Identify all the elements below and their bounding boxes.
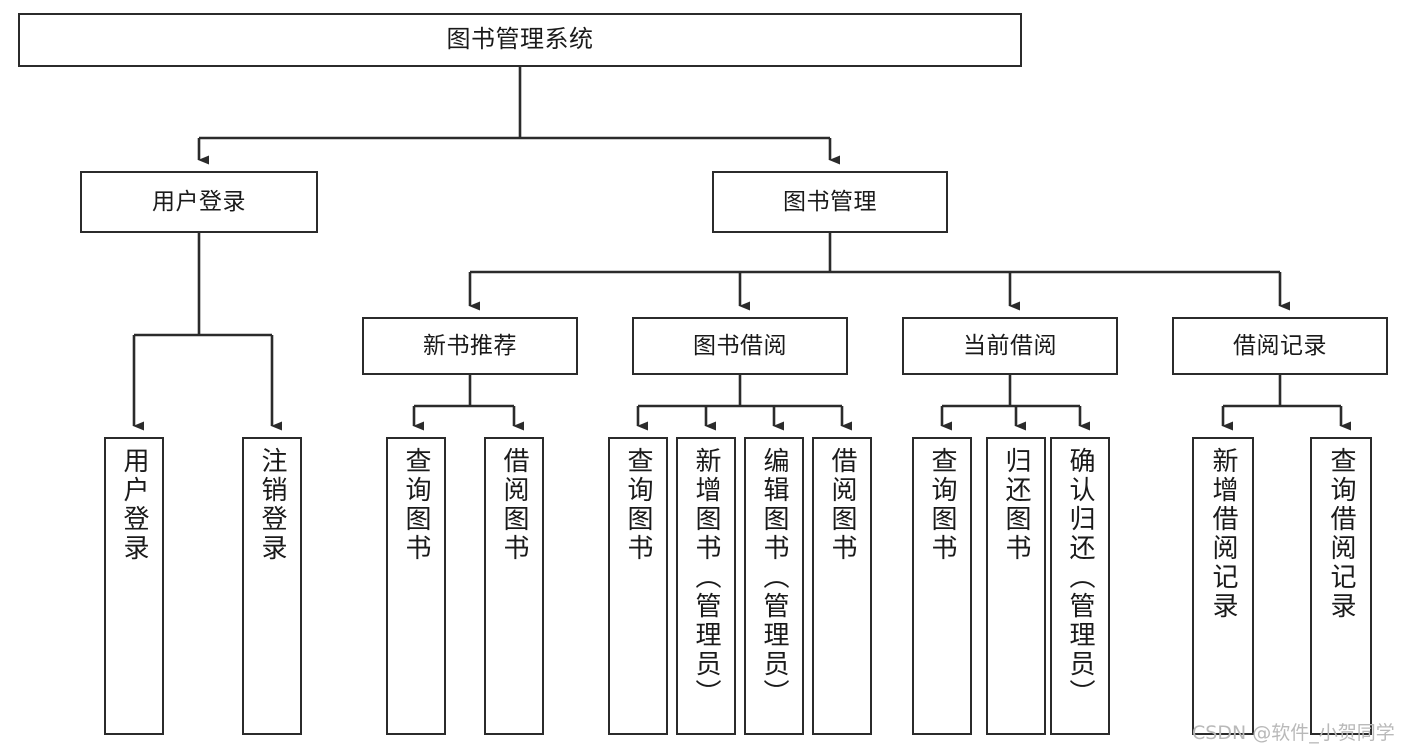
node-leaf-query-book-1[interactable]: 查询图书 [386,437,446,735]
node-leaf-borrow-book-1-label: 借阅图书 [499,447,529,563]
node-leaf-logout-label: 注销登录 [257,447,287,563]
node-book-borrow[interactable]: 图书借阅 [632,317,848,375]
node-new-book-rec-label: 新书推荐 [423,332,517,359]
node-leaf-borrow-book-1[interactable]: 借阅图书 [484,437,544,735]
node-leaf-query-book-3-label: 查询图书 [927,447,957,563]
node-leaf-edit-book-label: 编辑图书（管理员） [759,447,789,708]
node-current-borrow-label: 当前借阅 [963,332,1057,359]
node-leaf-query-book-1-label: 查询图书 [401,447,431,563]
node-leaf-return-book[interactable]: 归还图书 [986,437,1046,735]
node-current-borrow[interactable]: 当前借阅 [902,317,1118,375]
node-leaf-borrow-book-2[interactable]: 借阅图书 [812,437,872,735]
node-leaf-add-record-label: 新增借阅记录 [1208,447,1238,621]
node-leaf-query-record-label: 查询借阅记录 [1326,447,1356,621]
node-book-manage-label: 图书管理 [783,188,877,215]
node-leaf-edit-book[interactable]: 编辑图书（管理员） [744,437,804,735]
node-leaf-add-record[interactable]: 新增借阅记录 [1192,437,1254,735]
node-leaf-user-login[interactable]: 用户登录 [104,437,164,735]
node-leaf-query-book-2-label: 查询图书 [623,447,653,563]
node-borrow-record-label: 借阅记录 [1233,332,1327,359]
node-leaf-query-book-2[interactable]: 查询图书 [608,437,668,735]
node-leaf-borrow-book-2-label: 借阅图书 [827,447,857,563]
node-leaf-return-book-label: 归还图书 [1001,447,1031,563]
node-leaf-add-book-label: 新增图书（管理员） [691,447,721,708]
node-root-label: 图书管理系统 [446,25,594,54]
node-leaf-query-book-3[interactable]: 查询图书 [912,437,972,735]
node-leaf-add-book[interactable]: 新增图书（管理员） [676,437,736,735]
node-leaf-user-login-label: 用户登录 [119,447,149,563]
node-user-login[interactable]: 用户登录 [80,171,318,233]
csdn-watermark: CSDN @软件_小贺同学 [1192,722,1395,744]
node-book-borrow-label: 图书借阅 [693,332,787,359]
node-user-login-label: 用户登录 [152,188,246,215]
node-leaf-confirm-return-label: 确认归还（管理员） [1065,447,1095,708]
node-borrow-record[interactable]: 借阅记录 [1172,317,1388,375]
node-leaf-confirm-return[interactable]: 确认归还（管理员） [1050,437,1110,735]
node-book-manage[interactable]: 图书管理 [712,171,948,233]
node-leaf-query-record[interactable]: 查询借阅记录 [1310,437,1372,735]
node-leaf-logout[interactable]: 注销登录 [242,437,302,735]
node-root[interactable]: 图书管理系统 [18,13,1022,67]
node-new-book-rec[interactable]: 新书推荐 [362,317,578,375]
